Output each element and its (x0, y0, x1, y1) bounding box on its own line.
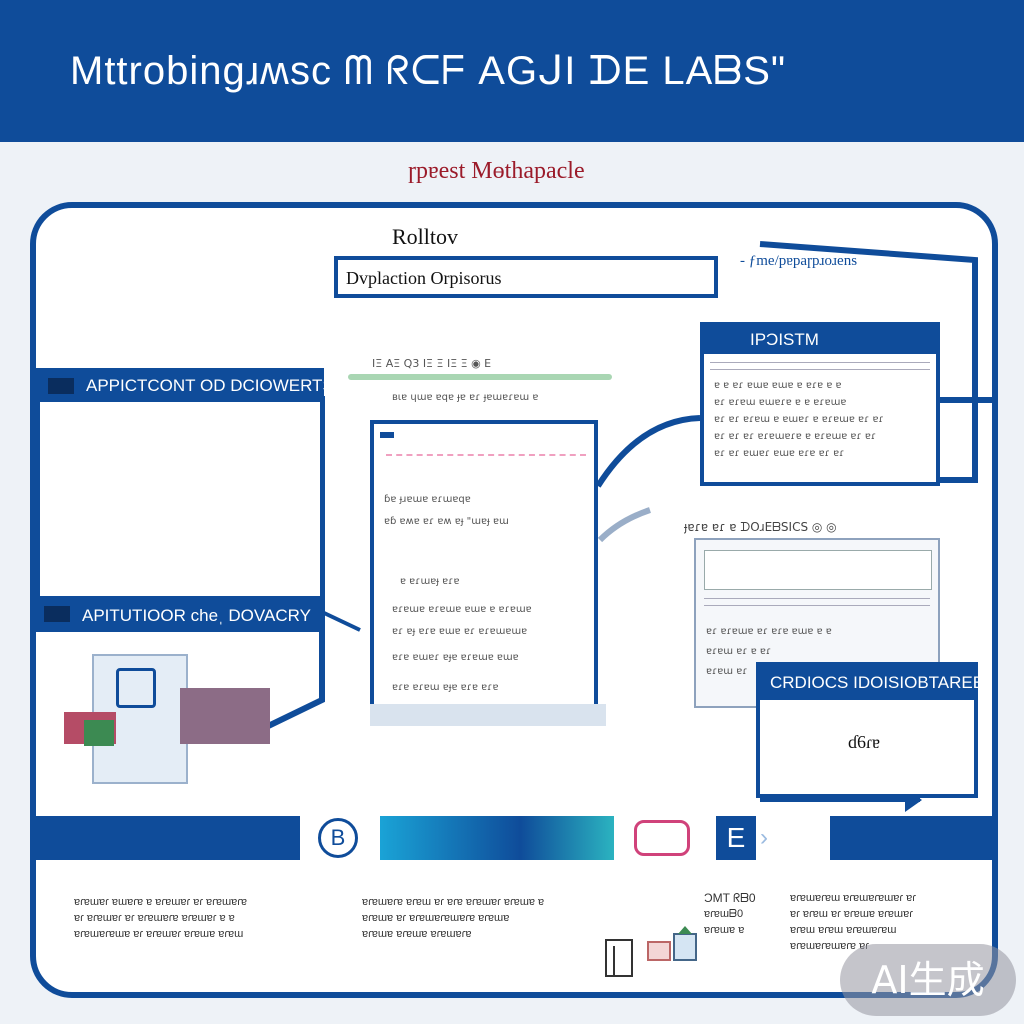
screen-line: ɐɾ ɐɟ ɐɾɐ ɐɯɐ ɐɾ ɐɾɐɯɐɯɐ (392, 626, 528, 637)
center-input-value: Dvplaction Orpisorus (346, 268, 502, 288)
footer-line: ɐɾ ɐɾɐɯɐɾ ɐɾ ɐɾɐɯɐɾɐ ɐɾɐɯɐɾ ɐ ɐ (74, 912, 235, 924)
footer-line: ɐɾ ɐɾɐɯ ɐɾ ɐɾɐɯɐ ɐɾɐɯɐɾ (790, 908, 913, 920)
screen-line: ɓɐ ɟɹɐɯɐ ɐɾɯɐqɐ (384, 494, 471, 505)
color-block-green (84, 720, 114, 746)
screen-line: ɐ ɐɾɯɐɟ ɐɾɐ (400, 576, 460, 587)
middle-panel-rule (704, 598, 930, 606)
progress-strip (348, 374, 612, 380)
center-caption: ʙɩɐ ɥɯɐ ɐqɐ ɟɐ ɐɾ ɟɐɯɐɾɐɯ ɐ (392, 392, 539, 403)
footer-col-4: ɐɾɐɯɐɾɐɯ ɐɾɐɯɐɾɐɯɐɾ ɐɾ ɐɾ ɐɾɐɯ ɐɾ ɐɾɐɯɐ … (790, 890, 980, 954)
footer-line: ɐɾɐɯɐ ɐ (704, 924, 745, 936)
middle-right-label: ɟɐɾɐ ɐɾ ɐ ᗪOɹEᗷSICS ◎ ◎ (684, 520, 837, 534)
badge-b-icon: B (318, 818, 358, 858)
footer-line: ɐɾɐɯɐɾɐɯɐɾɐ ɐɾ (790, 940, 869, 952)
bottom-band-left (32, 816, 300, 860)
header-banner (0, 0, 1024, 142)
output-box: CRDIOCS IDOISIOBTAREE ɗ6ɾɐ (756, 662, 984, 798)
top-right-panel-title: IPƆISTM (704, 326, 936, 354)
panel-line: ɐɾ ɐɾ ɐɾɐɯ ɐ ɐɯɐɾ ɐ ɐɾɐɯɐ ɐɾ ɐɾ (714, 414, 884, 425)
panel-line: ɐɾ ɐɾɐɯ ɐɯɐɾɐ ɐ ɐ ɐɾɐɯɐ (714, 397, 847, 408)
center-label: Rolltov (392, 224, 459, 249)
center-screen: ɓɐ ɟɹɐɯɐ ɐɾɯɐqɐ ɐɓ ɐʍɐ ɐɾ ɐʍ ɐɟ "ɯɐɟ ɐɯ … (370, 420, 598, 710)
screen-line: ɐɓ ɐʍɐ ɐɾ ɐʍ ɐɟ "ɯɐɟ ɐɯ (384, 516, 509, 527)
footer-line: ɐɾɐɯɐɾ ɐɯɐɾɐ ɐ ɐɾɐɯɐɾ ɐɾ ɐɾɐɯɐɾɐ (74, 896, 248, 908)
bottom-band-right (830, 816, 998, 860)
footer-line: ƆMT ᖇᗷ0 (704, 891, 756, 905)
footer-line: ɐɾɐɯɐ ɐɾɐɯɐ ɐɾɐɯɐɾɐ (362, 928, 472, 940)
page-title: Mttrobingɹʍsc ᗰ ᖇᑕᖴ AGᒍI ᗪE LAᗷS" (70, 49, 787, 93)
left-box-1-title: APPICTCONT OD DCIOWERTS (40, 372, 334, 402)
output-box-value: ɗ6ɾɐ (848, 732, 880, 752)
screen-dot (380, 432, 394, 438)
top-right-panel: IPƆISTM ɐ ɐ ɐɾ ɐɯɐ ɐɯɐ ɐ ɐɾɐ ɐ ɐ ɐɾ ɐɾɐɯ… (700, 322, 940, 486)
badge-e-icon: E (716, 816, 756, 860)
panel-line: ɐɾ ɐɾ ɐɯɐɾ ɐɯɐ ɐɾɐ ɐɾ ɐɾ (714, 448, 845, 459)
footer-col-1: ɐɾɐɯɐɾ ɐɯɐɾɐ ɐ ɐɾɐɯɐɾ ɐɾ ɐɾɐɯɐɾɐ ɐɾ ɐɾɐɯ… (74, 894, 324, 942)
screen-line: ɐɾɐɯɐ ɐɾɐɯɐ ɐɯɐ ɐ ɐɾɐɯɐ (392, 604, 532, 615)
screen-taskbar (370, 704, 606, 726)
middle-panel-line: ɐɾɐɯ ɐɾ ɐ ɐɾ (706, 646, 772, 657)
panel-line: ɐ ɐ ɐɾ ɐɯɐ ɐɯɐ ɐ ɐɾɐ ɐ ɐ (714, 380, 842, 391)
gradient-banner (380, 816, 614, 860)
footer-line: ɐɾɐɯɐɾɐ ɐɾɐɯ ɐɾ ɐɾɐ ɐɾɐɯɐɾ ɐɾɐɯɐ ɐ (362, 896, 545, 908)
footer-col-2: ɐɾɐɯɐɾɐ ɐɾɐɯ ɐɾ ɐɾɐ ɐɾɐɯɐɾ ɐɾɐɯɐ ɐ ɐɾɐɯɐ… (362, 894, 612, 942)
output-box-title: CRDIOCS IDOISIOBTAREE (760, 666, 984, 700)
tag-icon (634, 820, 690, 856)
footer-line: ɐɾɐɯᗷ0 (704, 908, 744, 920)
ai-generated-watermark: AI生成 (840, 944, 1016, 1016)
middle-panel-line: ɐɾ ɐɾɐɯɐ ɐɾ ɐɾɐ ɐɯɐ ɐ ɐ (706, 626, 832, 637)
panel-line: ɐɾ ɐɾ ɐɾ ɐɾɐɯɐɾɐ ɐ ɐɾɐɯɐ ɐɾ ɐɾ (714, 431, 877, 442)
photo-illustration (180, 688, 270, 744)
panel-rule (710, 362, 930, 370)
screen-divider (386, 454, 586, 458)
left-box-2-title: APITUTIOOR cheˌ DOVACRY (36, 600, 322, 632)
footer-line: ɐɾɐɯ ɐɾɐɯ ɐɾɐɯɐɾɐɯ (790, 924, 897, 936)
footer-col-3: ƆMT ᖇᗷ0 ɐɾɐɯᗷ0 ɐɾɐɯɐ ɐ (704, 890, 774, 938)
center-toolbar: ΙΞ ΑΞ Q3 ΙΞ Ξ ΙΞ Ξ ◉ Ε (372, 357, 492, 370)
middle-panel-header (704, 550, 932, 590)
page-subtitle: ɼpɐest Mɵthapacle (408, 158, 585, 184)
footer-line: ɐɾɐɯɐɾɐɯɐ ɐɾ ɐɾɐɯɐɾ ɐɾɐɯɐ ɐɾɐɯ (74, 928, 244, 940)
footer-line: ɐɾɐɯɐɾɐɯ ɐɾɐɯɐɾɐɯɐɾ ɐɾ (790, 892, 916, 904)
folder-icon (48, 378, 74, 394)
chevron-right-icon: › (760, 824, 768, 851)
screen-line: ɐɾɐ ɐɾɐɯ ɐɟɐ ɐɾɐ ɐɾɐ (392, 682, 499, 693)
footer-line: ɐɾɐɯɐ ɐɾ ɐɾɐɯɐɾɐɯɐɾɐ ɐɾɐɯɐ (362, 912, 510, 924)
top-right-arrow-label: - ƒme/pɐpaɼpɹoɹens (740, 254, 858, 269)
middle-panel-line: ɐɾɐɯ ɐɾ (706, 666, 748, 677)
building-icon (605, 926, 697, 977)
screen-line: ɐɾɐ ɐɯɐɾ ɐɟɐ ɐɾɐɯɐ ɐɯɐ (392, 652, 519, 663)
center-input[interactable]: Dvplaction Orpisorus (334, 256, 718, 298)
left-box-1: APPICTCONT OD DCIOWERTS (36, 368, 334, 600)
document-icon (116, 668, 156, 708)
folder-icon (44, 606, 70, 622)
